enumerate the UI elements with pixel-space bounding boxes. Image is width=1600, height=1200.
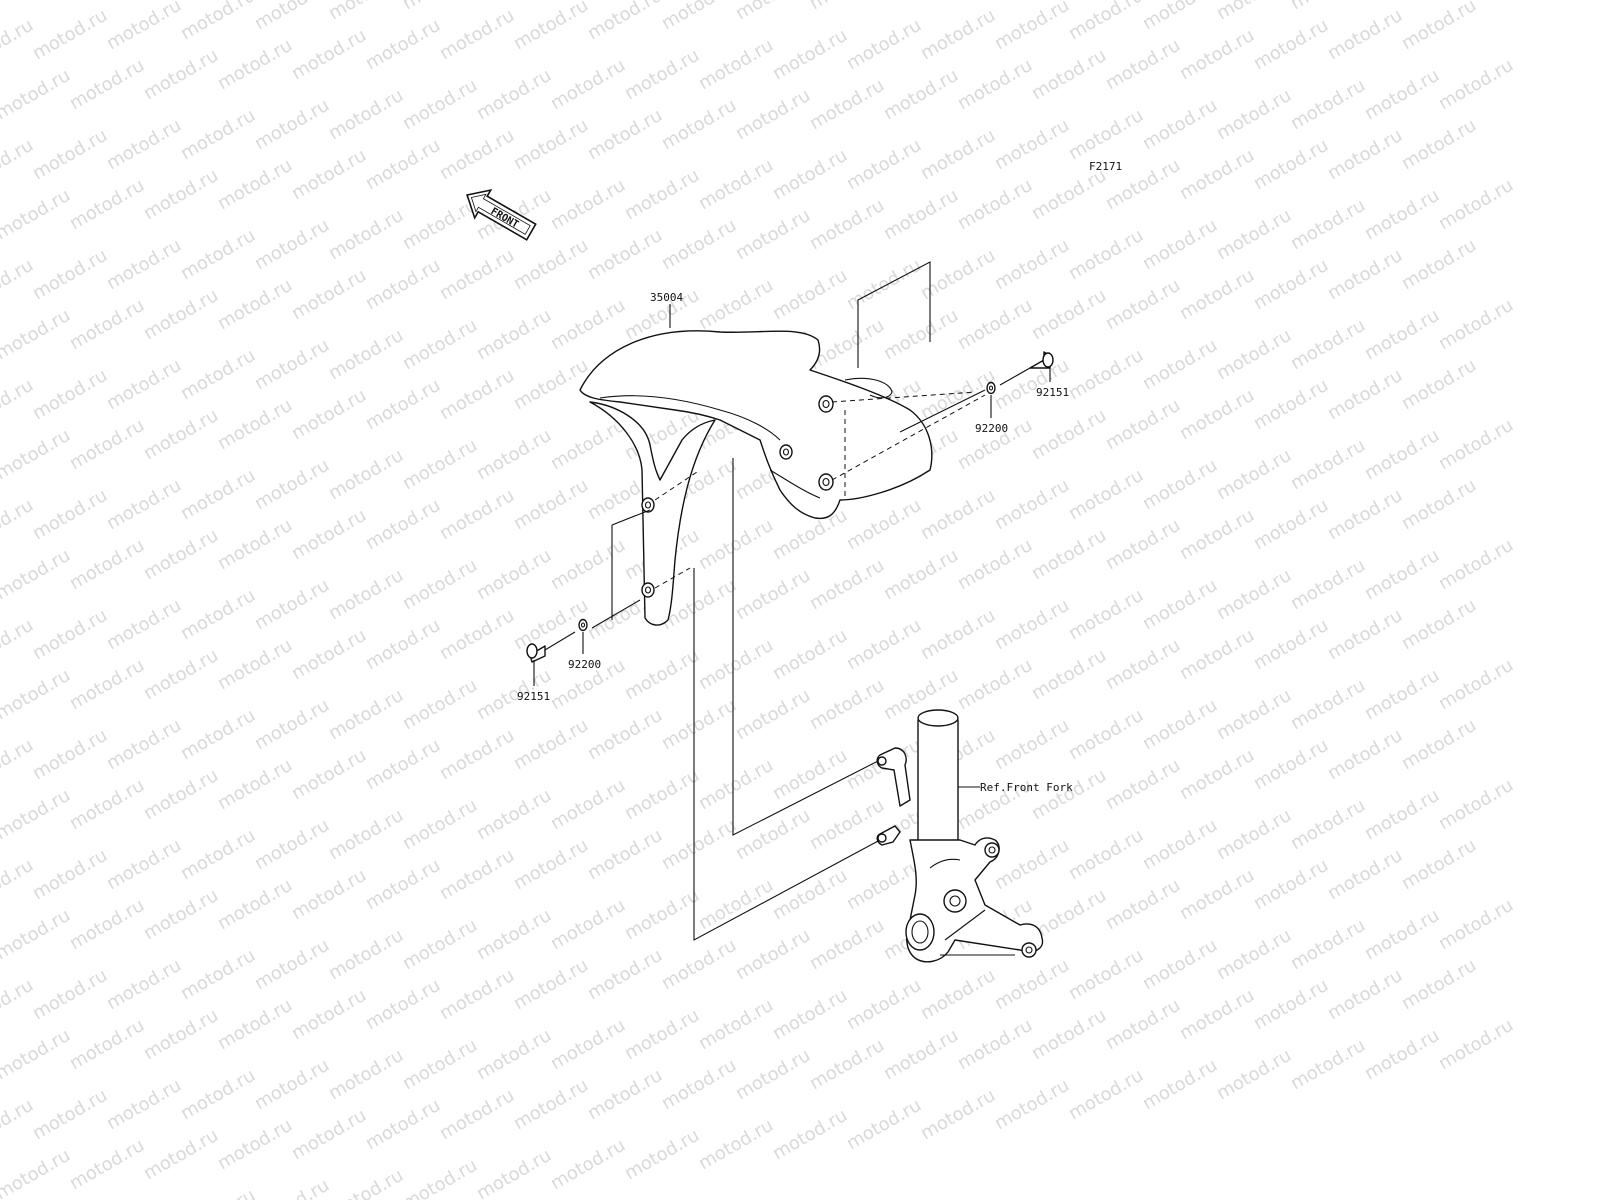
figure-code: F2171 (1089, 160, 1122, 173)
bolt-right (999, 351, 1054, 386)
front-arrow-icon: FRONT (466, 189, 537, 241)
part-number-washer-right: 92200 (975, 422, 1008, 435)
frame-line-long-1 (732, 458, 881, 836)
washer-left (578, 599, 641, 632)
dash-line-lower (831, 394, 986, 481)
frame-line-long-2 (693, 568, 881, 941)
front-fender (579, 330, 933, 626)
frame-line-left-b (611, 509, 651, 526)
part-number-fender: 35004 (650, 291, 683, 304)
washer-right (899, 381, 996, 433)
front-fork (876, 709, 1044, 963)
dash-line-upper (831, 391, 976, 403)
part-number-bolt-right: 92151 (1036, 386, 1069, 399)
ref-front-fork: Ref.Front Fork (980, 781, 1073, 794)
frame-line-right (857, 261, 931, 368)
dash-line-left-upper (654, 469, 701, 501)
dash-line-left-lower (654, 567, 691, 589)
part-number-washer-left: 92200 (568, 658, 601, 671)
bolt-left (526, 631, 576, 663)
part-number-bolt-left: 92151 (517, 690, 550, 703)
